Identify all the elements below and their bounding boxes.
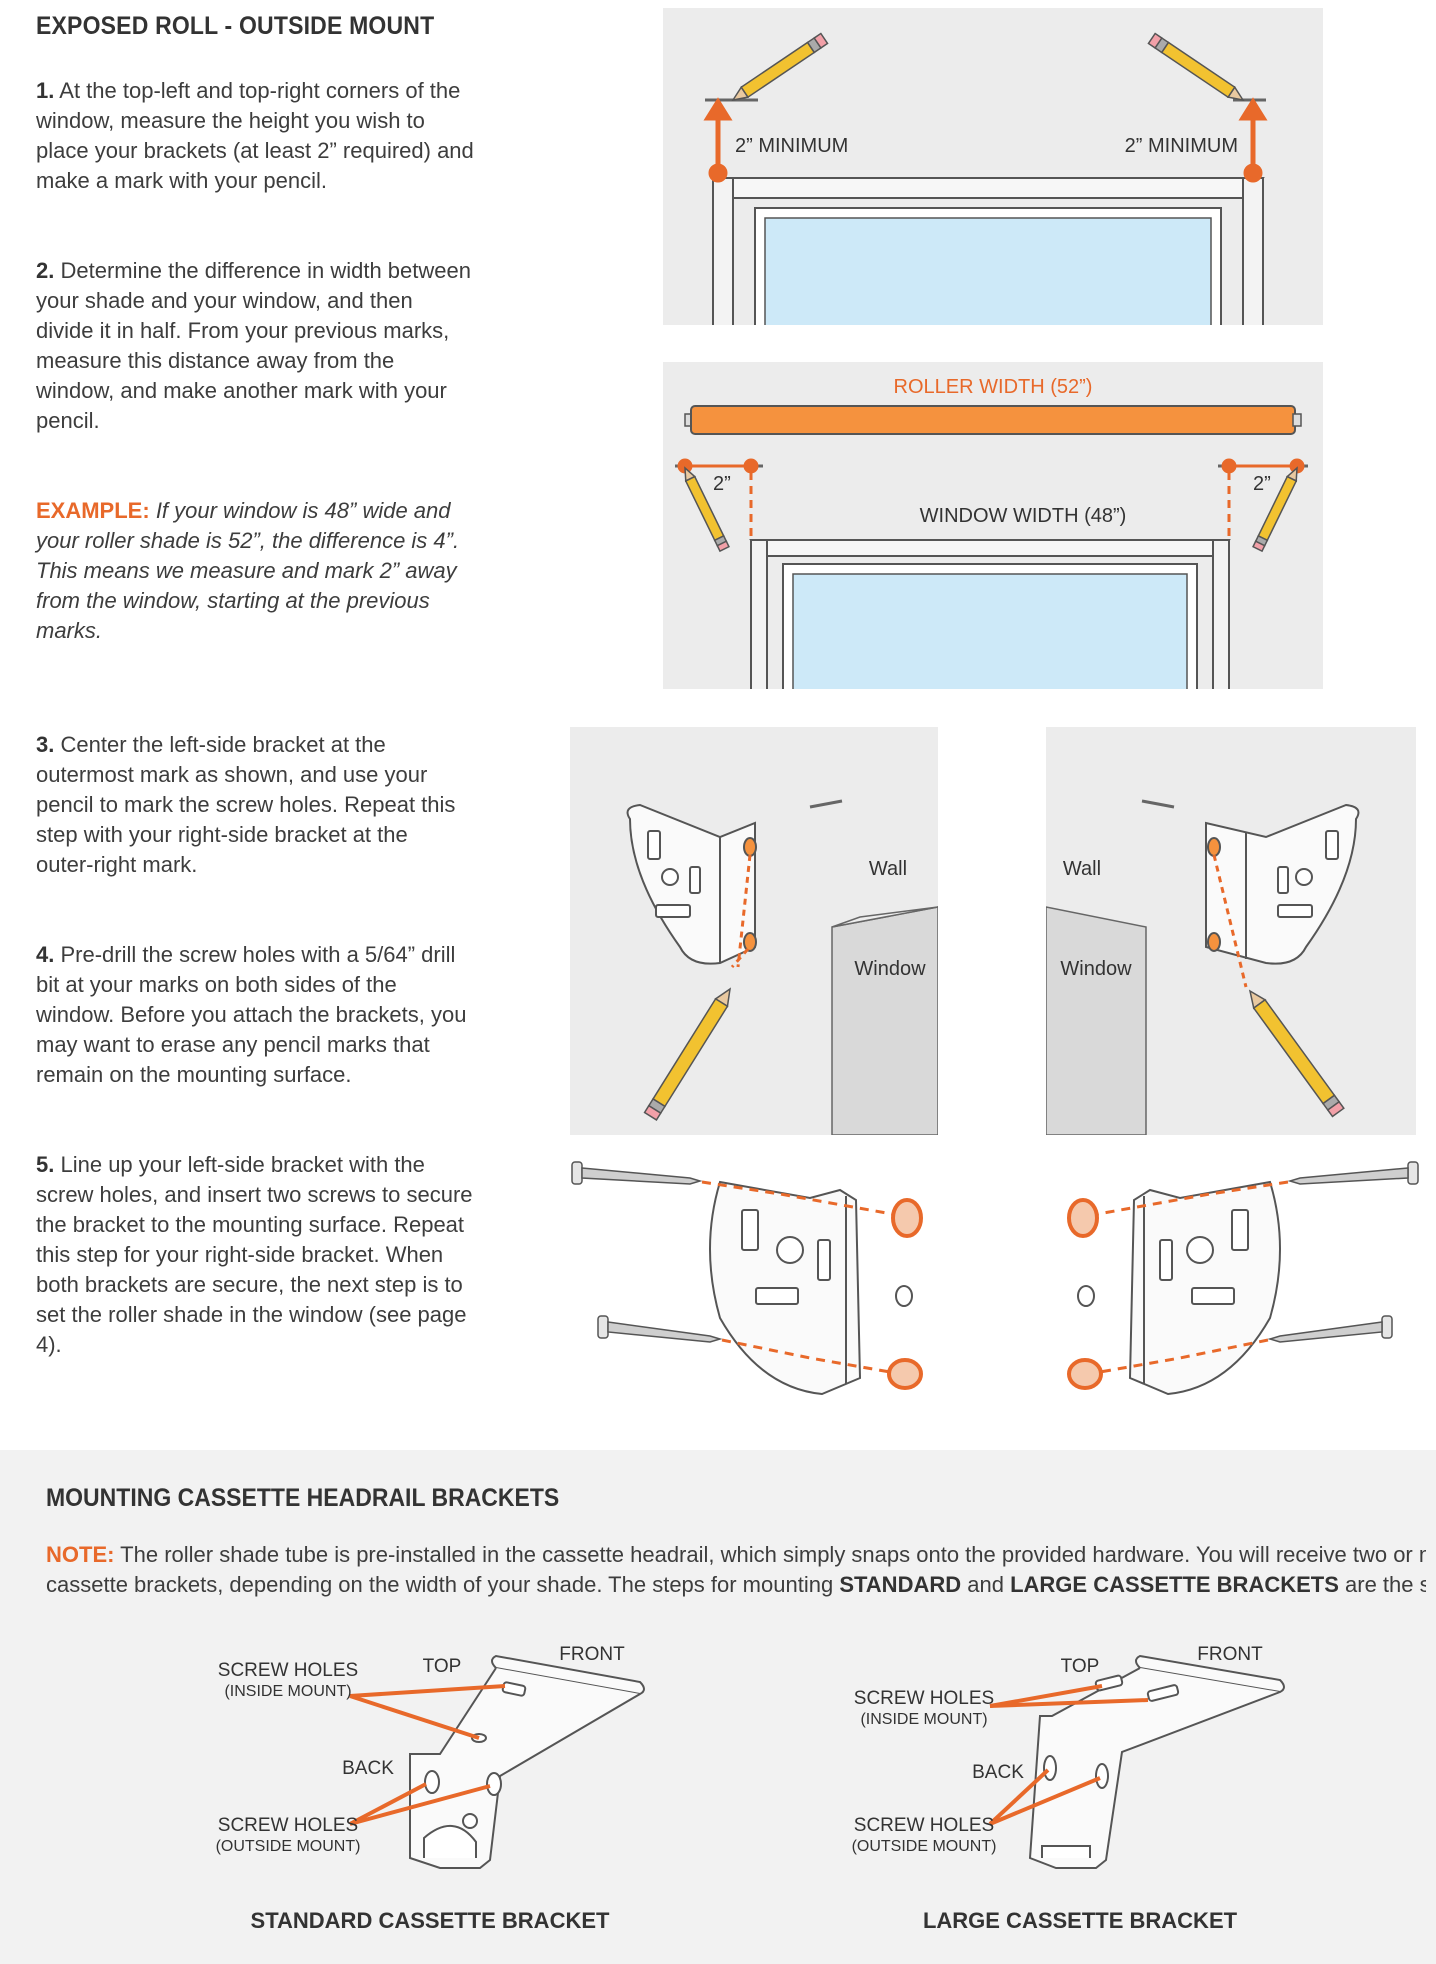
offset-left-label: 2” xyxy=(713,473,731,495)
window-block xyxy=(832,907,938,1135)
offset-right-label: 2” xyxy=(1253,473,1271,495)
step-3: 3. Center the left-side bracket at the o… xyxy=(36,730,466,880)
inside-mount-label: (INSIDE MOUNT) xyxy=(224,1683,351,1700)
screw-icon xyxy=(1290,1162,1418,1184)
screw-install-diagram xyxy=(560,1148,1430,1408)
example-label: EXAMPLE: xyxy=(36,498,150,523)
example: EXAMPLE: If your window is 48” wide and … xyxy=(36,496,466,646)
pencil-icon xyxy=(1244,987,1343,1117)
note-and: and xyxy=(967,1572,1004,1597)
screw-holes-label: SCREW HOLES xyxy=(218,1660,358,1681)
cassette-bracket xyxy=(1030,1656,1284,1868)
window-width-label: WINDOW WIDTH (48”) xyxy=(920,505,1127,527)
back-label: BACK xyxy=(342,1758,394,1779)
right-bracket-marking-diagram: Wall Window xyxy=(1046,727,1416,1135)
step-text: Center the left-side bracket at the oute… xyxy=(36,732,455,877)
note-end: are the same. xyxy=(1345,1572,1426,1597)
step-text: At the top-left and top-right corners of… xyxy=(36,78,474,193)
screw-holes-label: SCREW HOLES xyxy=(854,1688,994,1709)
step-text: Determine the difference in width betwee… xyxy=(36,258,471,433)
step-number: 2. xyxy=(36,258,54,283)
wall-label: Wall xyxy=(1063,858,1101,880)
step-1: 1. At the top-left and top-right corners… xyxy=(36,76,476,196)
note-line-1: The roller shade tube is pre-installed i… xyxy=(120,1542,1426,1567)
left-bracket-marking-diagram: Wall Window xyxy=(570,727,938,1135)
roller-width-diagram: ROLLER WIDTH (52”) WINDOW WIDTH (48”) 2” xyxy=(663,362,1323,689)
large-bracket-caption: LARGE CASSETTE BRACKET xyxy=(850,1908,1310,1934)
step-5: 5. Line up your left-side bracket with t… xyxy=(36,1150,476,1360)
standard-bracket-caption: STANDARD CASSETTE BRACKET xyxy=(200,1908,660,1934)
step-2: 2. Determine the difference in width bet… xyxy=(36,256,476,436)
bracket xyxy=(1206,805,1358,964)
standard-cassette-bracket-diagram: SCREW HOLES (INSIDE MOUNT) TOP FRONT BAC… xyxy=(200,1636,660,1886)
front-label: FRONT xyxy=(1197,1644,1263,1665)
minimum-height-diagram: 2” MINIMUM 2” MINIMUM xyxy=(663,8,1323,325)
note-bold-large: LARGE CASSETTE BRACKETS xyxy=(1010,1572,1339,1597)
pencil-icon xyxy=(645,985,736,1120)
inside-mount-label: (INSIDE MOUNT) xyxy=(860,1711,987,1728)
window-block xyxy=(1046,907,1146,1135)
step-number: 4. xyxy=(36,942,54,967)
roller-tube xyxy=(685,406,1301,434)
bracket xyxy=(710,1182,921,1394)
section-title: EXPOSED ROLL - OUTSIDE MOUNT xyxy=(36,12,434,41)
note-bold-standard: STANDARD xyxy=(839,1572,961,1597)
pencil-icon xyxy=(1148,34,1246,105)
screw-icon xyxy=(572,1162,700,1184)
min-label-left: 2” MINIMUM xyxy=(735,135,848,157)
window-frame xyxy=(713,178,1263,325)
cassette-note: NOTE: The roller shade tube is pre-insta… xyxy=(46,1540,1426,1600)
wall-label: Wall xyxy=(869,858,907,880)
note-label: NOTE: xyxy=(46,1542,114,1567)
window-label: Window xyxy=(1060,958,1132,980)
step-number: 5. xyxy=(36,1152,54,1177)
screw-holes-label: SCREW HOLES xyxy=(218,1815,358,1836)
top-label: TOP xyxy=(1061,1656,1100,1677)
bracket xyxy=(1069,1182,1280,1394)
large-cassette-bracket-diagram: SCREW HOLES (INSIDE MOUNT) TOP FRONT BAC… xyxy=(840,1636,1300,1886)
front-label: FRONT xyxy=(559,1644,625,1665)
step-number: 3. xyxy=(36,732,54,757)
screw-icon xyxy=(598,1316,720,1342)
min-label-right: 2” MINIMUM xyxy=(1125,135,1238,157)
outside-mount-label: (OUTSIDE MOUNT) xyxy=(216,1838,361,1855)
pencil-icon xyxy=(730,34,828,105)
back-label: BACK xyxy=(972,1762,1024,1783)
cassette-section-title: MOUNTING CASSETTE HEADRAIL BRACKETS xyxy=(46,1484,559,1513)
step-text: Line up your left-side bracket with the … xyxy=(36,1152,473,1357)
window-label: Window xyxy=(854,958,926,980)
step-number: 1. xyxy=(36,78,54,103)
top-label: TOP xyxy=(423,1656,462,1677)
step-text: Pre-drill the screw holes with a 5/64” d… xyxy=(36,942,466,1087)
step-4: 4. Pre-drill the screw holes with a 5/64… xyxy=(36,940,476,1090)
note-line-2: cassette brackets, depending on the widt… xyxy=(46,1572,833,1597)
screw-icon xyxy=(1270,1316,1392,1342)
roller-width-label: ROLLER WIDTH (52”) xyxy=(894,376,1093,398)
outside-mount-label: (OUTSIDE MOUNT) xyxy=(852,1838,997,1855)
window-frame xyxy=(751,540,1229,689)
cassette-bracket xyxy=(410,1656,644,1868)
screw-holes-label: SCREW HOLES xyxy=(854,1815,994,1836)
offset-markers xyxy=(679,460,1303,540)
bracket xyxy=(628,805,756,964)
